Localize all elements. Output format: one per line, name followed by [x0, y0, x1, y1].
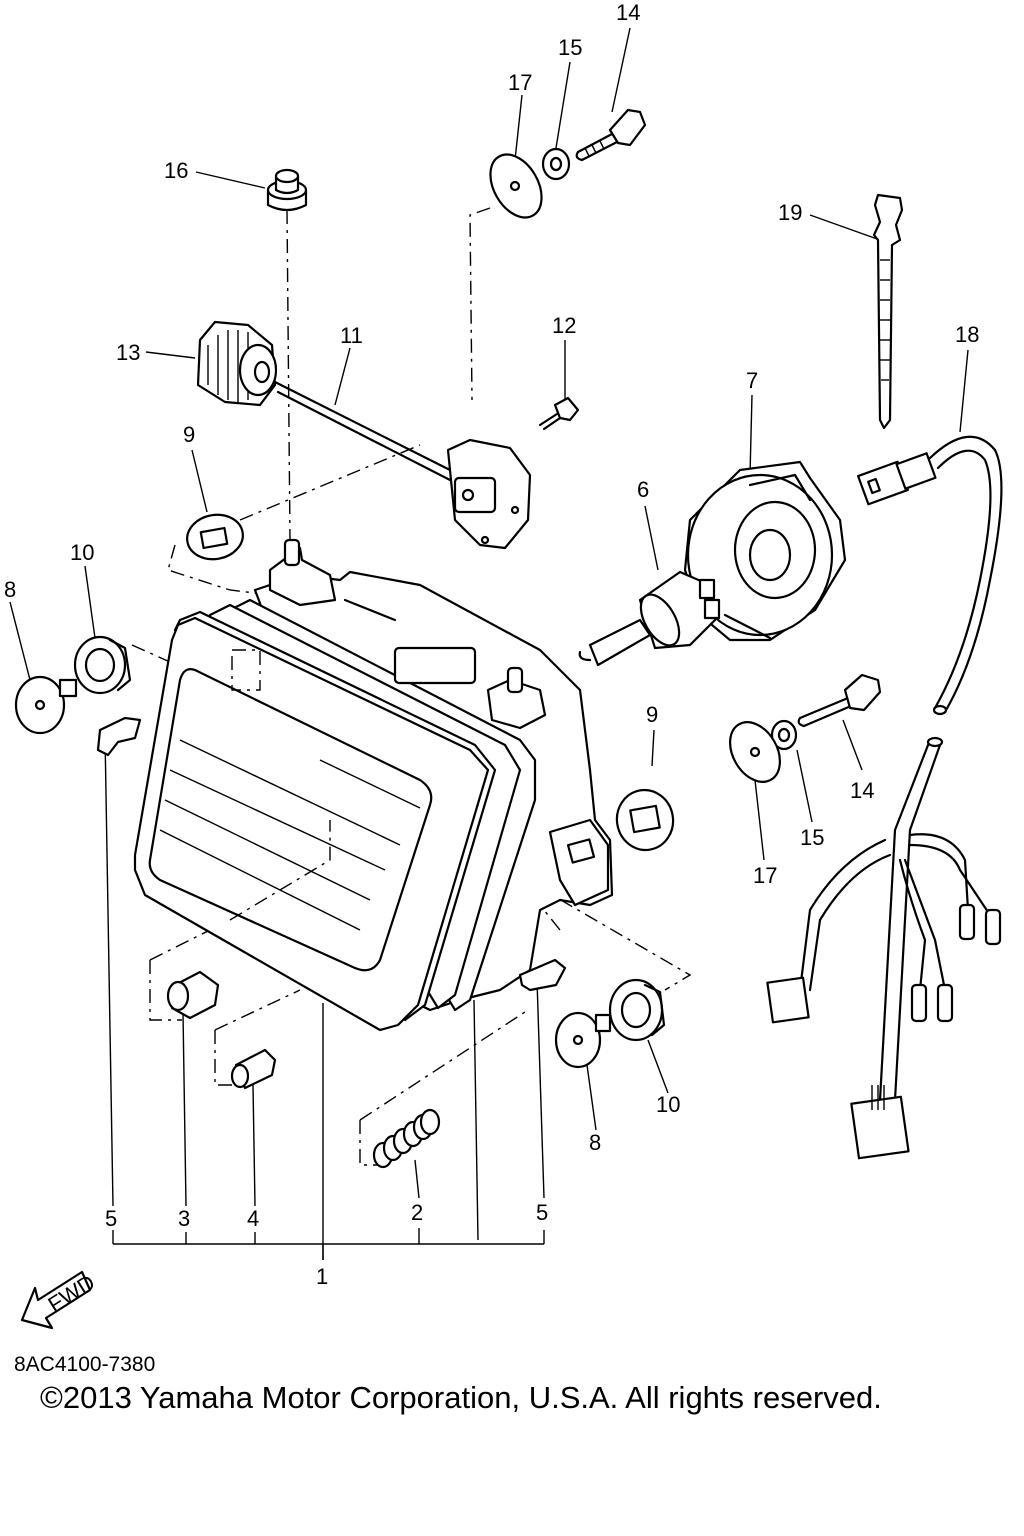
- callout-15-top: 15: [558, 35, 582, 60]
- leader-lines: [9, 27, 969, 1260]
- callout-3: 3: [178, 1206, 190, 1231]
- callout-14-top: 14: [616, 0, 640, 25]
- headlight-unit: [133, 538, 614, 1032]
- spring-2: [372, 1108, 441, 1169]
- washer-17-right: [729, 721, 781, 783]
- fwd-arrow: FWD: [20, 1270, 99, 1330]
- clip-5-left: [96, 716, 142, 757]
- callout-13: 13: [116, 340, 140, 365]
- collar-8-right: [554, 1011, 612, 1069]
- callout-1: 1: [316, 1264, 328, 1289]
- grommet-16: [266, 168, 308, 212]
- callout-labels: 14 15 17 16 19 12 13 11 18 7 9 6 10 8 9 …: [4, 0, 979, 1289]
- callout-15-right: 15: [800, 825, 824, 850]
- callout-16: 16: [164, 158, 188, 183]
- callout-4: 4: [247, 1206, 259, 1231]
- callout-7: 7: [746, 368, 758, 393]
- wire-harness: [766, 736, 1002, 1160]
- fwd-label: FWD: [43, 1270, 99, 1318]
- bulb-3: [166, 970, 220, 1020]
- socket-cover-7: [683, 460, 847, 642]
- callout-12: 12: [552, 313, 576, 338]
- callout-9-left: 9: [183, 422, 195, 447]
- collar-8-left: [14, 675, 78, 735]
- bolt-14-top: [575, 108, 647, 162]
- callout-14-right: 14: [850, 778, 874, 803]
- callout-18: 18: [955, 322, 979, 347]
- adjuster-knob-13: [196, 320, 278, 407]
- callout-11: 11: [340, 323, 363, 348]
- callout-17-top: 17: [508, 70, 532, 95]
- diagram-code: 8AC4100-7380: [14, 1353, 156, 1376]
- callout-6: 6: [637, 477, 649, 502]
- damper-9-right: [615, 788, 675, 852]
- callout-5-left: 5: [105, 1206, 117, 1231]
- callout-17-right: 17: [753, 863, 777, 888]
- copyright-notice: ©2013 Yamaha Motor Corporation, U.S.A. A…: [40, 1380, 882, 1415]
- grommet-10-left: [73, 635, 132, 695]
- callout-19: 19: [778, 200, 802, 225]
- band-19: [872, 193, 904, 430]
- adjusting-rod-11: [273, 380, 532, 550]
- callout-5-right: 5: [536, 1200, 548, 1225]
- callout-10-right: 10: [656, 1092, 680, 1117]
- bolt-14-right: [797, 673, 882, 728]
- callout-2: 2: [411, 1200, 423, 1225]
- callout-8-left: 8: [4, 577, 16, 602]
- lead-wire-18: [857, 435, 1003, 716]
- washer-17-top: [489, 153, 543, 219]
- bulb-6: [578, 570, 721, 667]
- washer-15-top: [541, 147, 571, 181]
- callout-8-right: 8: [589, 1130, 601, 1155]
- grommet-10-right: [608, 978, 666, 1042]
- screw-12: [538, 396, 580, 431]
- washer-15-right: [770, 719, 798, 751]
- callout-9-right: 9: [646, 702, 658, 727]
- bulb-4: [230, 1048, 277, 1090]
- damper-9-left: [186, 513, 244, 561]
- callout-10-left: 10: [70, 540, 94, 565]
- clip-5-right: [518, 958, 567, 992]
